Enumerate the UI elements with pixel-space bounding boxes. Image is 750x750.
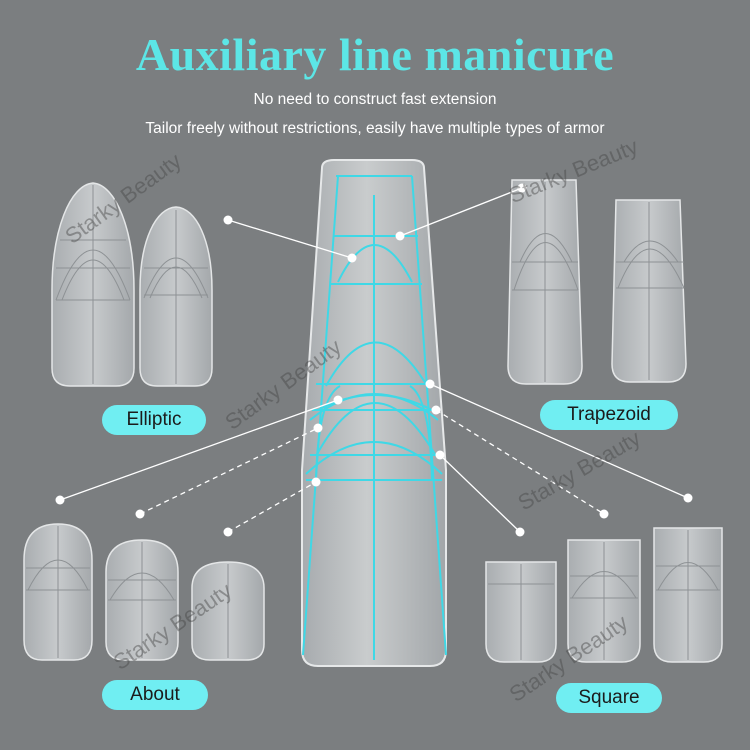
subtitle-secondary: Tailor freely without restrictions, easi… xyxy=(145,120,605,137)
about-nail-1 xyxy=(23,523,93,661)
elliptic-nail-2 xyxy=(139,206,213,387)
label-square: Square xyxy=(556,683,662,713)
square-nail-1 xyxy=(485,561,557,663)
page-title: Auxiliary line manicure xyxy=(135,29,615,80)
about-nail-3 xyxy=(191,561,265,661)
pointer-lines xyxy=(59,187,689,533)
label-trapezoid: Trapezoid xyxy=(540,400,678,430)
trapezoid-nail-2 xyxy=(611,199,687,383)
elliptic-nail-1 xyxy=(51,182,135,387)
about-nail-2 xyxy=(105,539,179,661)
square-nail-3 xyxy=(653,527,723,663)
label-about: About xyxy=(102,680,208,710)
pointer-dots xyxy=(55,183,693,537)
subtitle-primary: No need to construct fast extension xyxy=(253,91,497,108)
label-elliptic: Elliptic xyxy=(102,405,206,435)
trapezoid-nail-1 xyxy=(507,179,583,385)
square-nail-2 xyxy=(567,539,641,663)
